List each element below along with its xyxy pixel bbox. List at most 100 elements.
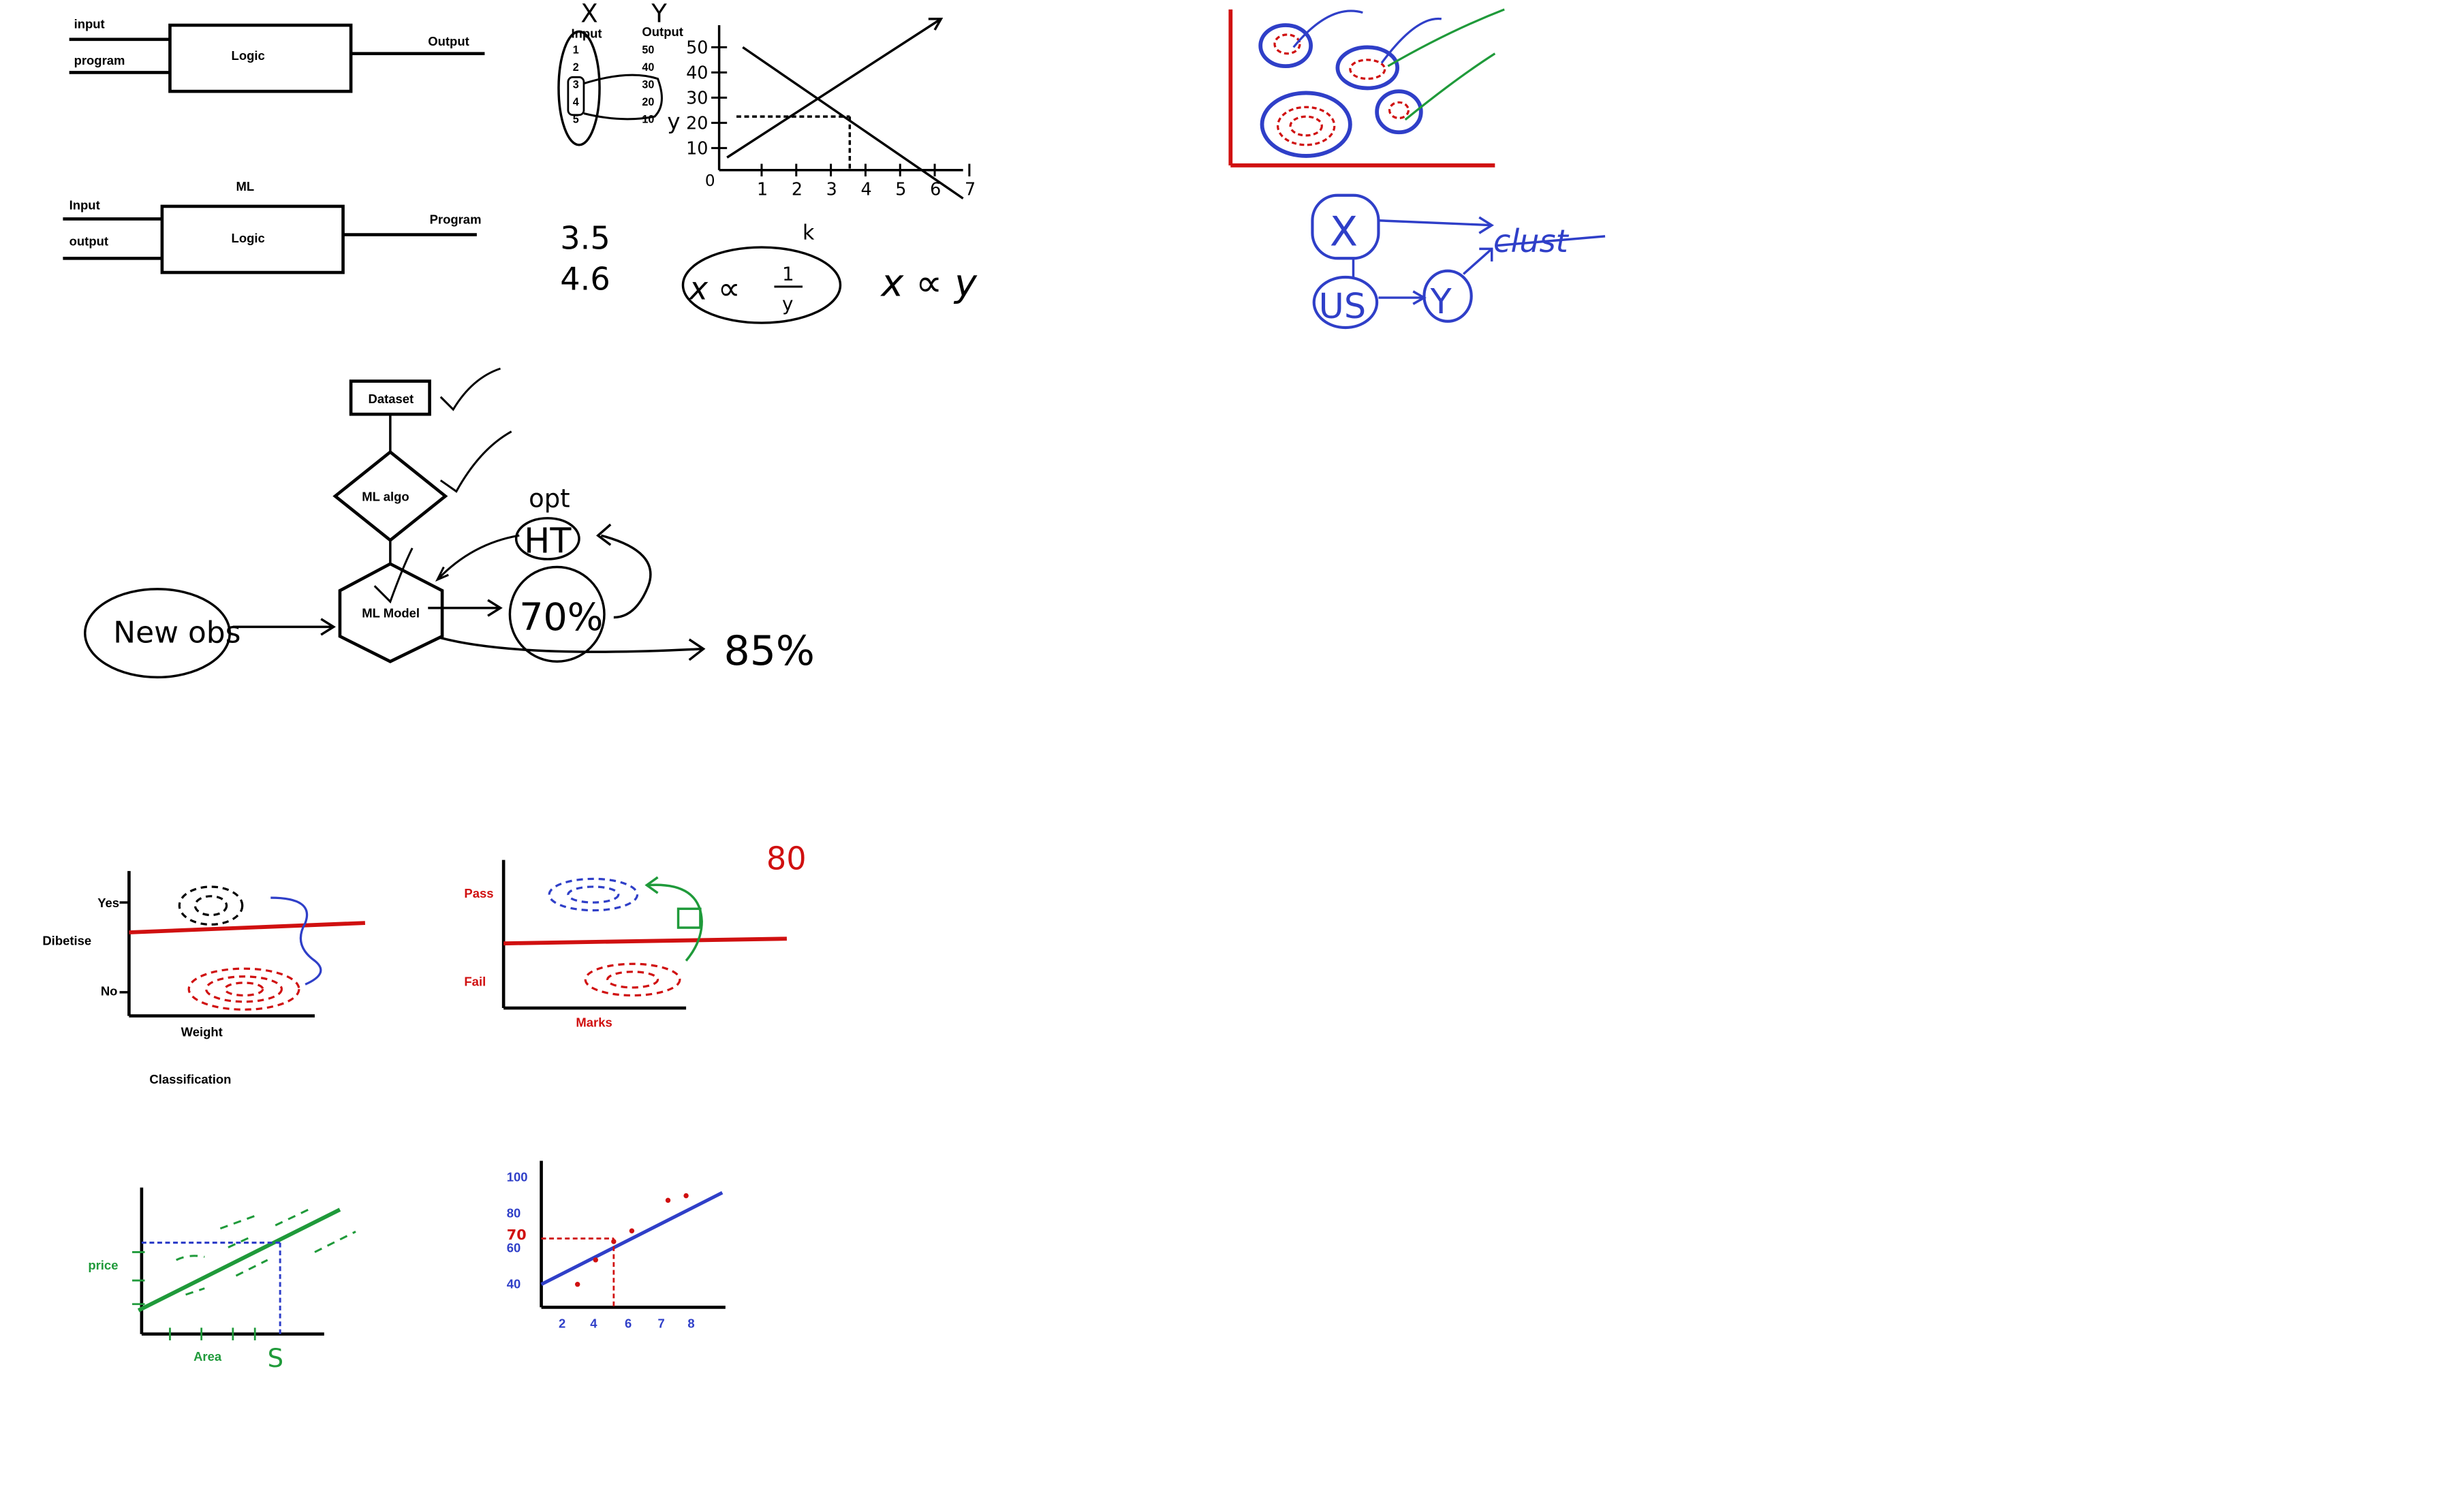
reg-y-tick: 80 bbox=[507, 1206, 521, 1220]
eighty-label: 80 bbox=[766, 840, 807, 877]
sketch-y-tick: 20 bbox=[686, 113, 708, 133]
reg-fit-line bbox=[540, 1191, 724, 1286]
pass-label: Pass bbox=[464, 886, 493, 900]
inverse-sketch-plot bbox=[717, 18, 964, 200]
frac-numerator: 1 bbox=[782, 263, 794, 285]
flow-x: X bbox=[1330, 208, 1358, 256]
sketch-origin: 0 bbox=[705, 172, 715, 190]
input-col-header: Input bbox=[571, 26, 602, 40]
direct-prop-label: x ∝ y bbox=[880, 262, 978, 306]
sketch-y-tick: 50 bbox=[686, 37, 708, 58]
price-area-plot: price Area S bbox=[88, 1187, 356, 1373]
sketch-x-tick: 1 bbox=[757, 179, 768, 200]
reg-y-tick: 60 bbox=[507, 1240, 521, 1255]
y-header: Y bbox=[651, 0, 667, 28]
sketch-x-tick: 7 bbox=[965, 179, 976, 200]
table-output-cell: 40 bbox=[642, 61, 654, 74]
value-3-5: 3.5 bbox=[560, 219, 610, 256]
reg-point bbox=[593, 1257, 598, 1263]
sketch-x-tick: 4 bbox=[860, 179, 871, 200]
reg-point bbox=[665, 1197, 671, 1203]
ml-workflow: Dataset ML algo ML Model New obs 70% opt… bbox=[84, 367, 815, 679]
no-label: No bbox=[101, 983, 118, 998]
cluster-flow: X US Y clust bbox=[1311, 193, 1606, 330]
x-header: X bbox=[580, 0, 597, 28]
reg-point bbox=[611, 1239, 617, 1244]
flow-us: US bbox=[1319, 286, 1366, 326]
reg-guides bbox=[541, 1238, 615, 1308]
reg-x-tick: 6 bbox=[625, 1316, 632, 1330]
fail-label: Fail bbox=[464, 975, 486, 989]
table-output-cell: 20 bbox=[642, 96, 654, 108]
ml-program-label: Program bbox=[430, 212, 482, 226]
ml-logic-label: Logic bbox=[232, 231, 265, 245]
accuracy-70: 70% bbox=[519, 596, 603, 640]
reg-y-highlight: 70 bbox=[507, 1227, 527, 1243]
inverse-prop-ellipse bbox=[681, 246, 842, 324]
output-col-header: Output bbox=[642, 25, 683, 39]
logic-box bbox=[168, 23, 353, 93]
frac-denominator: y bbox=[782, 293, 793, 315]
table-input-cell: 5 bbox=[573, 113, 579, 125]
reg-point bbox=[629, 1228, 635, 1233]
sketch-x-tick: 6 bbox=[930, 179, 941, 200]
ml-model-label: ML Model bbox=[362, 605, 420, 620]
reg-point bbox=[575, 1282, 580, 1287]
ml-algo-label: ML algo bbox=[362, 489, 409, 503]
flow-clust: clust bbox=[1493, 223, 1570, 259]
dibetise-label: Dibetise bbox=[42, 933, 91, 947]
sketch-y-tick: 40 bbox=[686, 63, 708, 83]
table-output-cell: 10 bbox=[642, 113, 654, 125]
reg-points bbox=[575, 1193, 689, 1287]
table-output-cell: 50 bbox=[642, 44, 654, 57]
ml-output-label: output bbox=[69, 234, 108, 249]
ml-input-label: Input bbox=[69, 198, 100, 212]
pass-fail-plot: Pass Fail Marks 80 bbox=[464, 840, 806, 1029]
program-label: program bbox=[74, 53, 125, 67]
sketch-y-tick: 10 bbox=[686, 138, 708, 159]
reg-point bbox=[683, 1193, 689, 1199]
reg-x-tick: 2 bbox=[559, 1316, 565, 1330]
k-label: k bbox=[803, 221, 815, 245]
sketch-y-ticks: 50 40 30 20 10 bbox=[686, 37, 728, 159]
yes-label: Yes bbox=[97, 896, 119, 910]
output-label: Output bbox=[428, 34, 469, 48]
weight-label: Weight bbox=[181, 1025, 223, 1039]
ml-title: ML bbox=[236, 179, 254, 193]
reg-y-tick: 100 bbox=[507, 1169, 528, 1184]
accuracy-85: 85% bbox=[724, 627, 815, 675]
area-label: Area bbox=[193, 1349, 222, 1364]
table-input-cell: 3 bbox=[573, 78, 579, 91]
reg-y-tick: 40 bbox=[507, 1277, 521, 1291]
classification-plot: Yes No Dibetise Weight Classification bbox=[42, 870, 366, 1086]
value-4-6: 4.6 bbox=[560, 260, 610, 297]
s-mark: S bbox=[268, 1344, 283, 1373]
table-output-cell: 30 bbox=[642, 78, 654, 91]
reg-x-tick: 4 bbox=[590, 1316, 597, 1330]
new-obs-label: New obs bbox=[113, 615, 240, 650]
reg-y-ticks: 100 80 60 40 bbox=[507, 1169, 528, 1291]
ml-logic-box bbox=[160, 204, 345, 274]
ml-model-hexagon bbox=[338, 562, 444, 663]
sketch-x-tick: 3 bbox=[826, 179, 837, 200]
table-input-cell: 1 bbox=[573, 44, 579, 57]
reg-x-tick: 8 bbox=[687, 1316, 694, 1330]
logic-label: Logic bbox=[232, 48, 265, 63]
price-label: price bbox=[88, 1258, 118, 1272]
input-label: input bbox=[74, 17, 105, 31]
ht-label: HT bbox=[524, 521, 572, 561]
sketch-x-tick: 5 bbox=[895, 179, 906, 200]
sketch-x-ticks: 1 2 3 4 5 6 7 bbox=[757, 163, 976, 200]
ml-program-diagram: ML Input output Logic Program bbox=[63, 179, 482, 274]
dataset-label: Dataset bbox=[369, 392, 414, 406]
sketch-x-tick: 2 bbox=[792, 179, 803, 200]
table-input-cell: 4 bbox=[573, 96, 579, 108]
sketch-y-tick: 30 bbox=[686, 88, 708, 108]
sketch-y-name: y bbox=[667, 109, 680, 135]
input-ellipse bbox=[557, 30, 601, 146]
marks-label: Marks bbox=[576, 1015, 612, 1030]
traditional-program-diagram: input program Logic Output bbox=[69, 17, 485, 93]
